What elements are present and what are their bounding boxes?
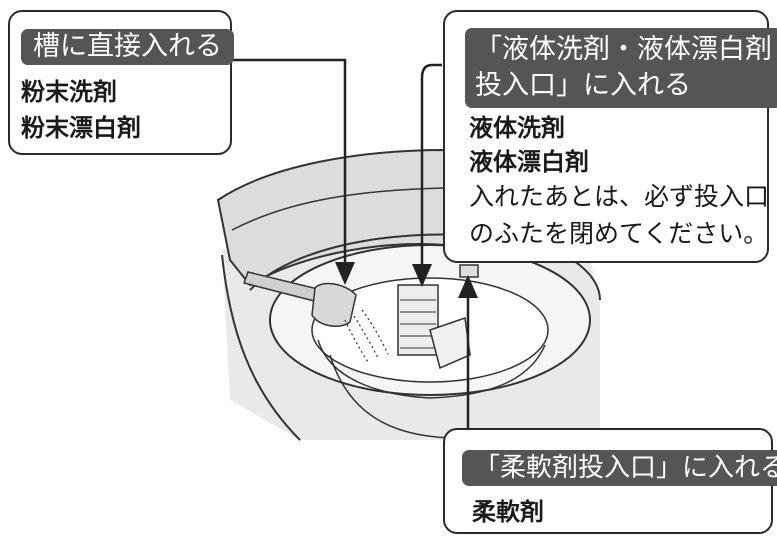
arrow-liquid-inlet: [420, 63, 442, 270]
note-line-2: のふたを閉めてください。: [469, 219, 769, 248]
tag-line-1: 「液体洗剤・液体漂白剤: [475, 34, 772, 65]
callout-tag-tub-direct: 槽に直接入れる: [21, 29, 234, 65]
arrow-tub-direct: [230, 58, 347, 270]
item-liquid-bleach: 液体漂白剤: [469, 148, 589, 176]
callout-tag-softener-inlet: 「柔軟剤投入口」に入れる: [462, 450, 777, 486]
item-liquid-detergent: 液体洗剤: [469, 114, 565, 142]
note-line-1: 入れたあとは、必ず投入口: [469, 182, 770, 211]
detergent-inlet-column: [397, 284, 439, 356]
callout-tag-liquid-inlet: 「液体洗剤・液体漂白剤 投入口」に入れる: [465, 28, 777, 108]
callout-softener-inlet: 「柔軟剤投入口」に入れる 柔軟剤: [443, 428, 777, 534]
softener-inlet: [459, 264, 479, 278]
item-softener: 柔軟剤: [472, 498, 544, 526]
item-powder-detergent: 粉末洗剤: [21, 78, 117, 106]
tag-line-2: 投入口」に入れる: [475, 70, 691, 101]
callout-liquid-inlet: 「液体洗剤・液体漂白剤 投入口」に入れる 液体洗剤 液体漂白剤 入れたあとは、必…: [443, 10, 777, 263]
item-powder-bleach: 粉末漂白剤: [21, 114, 141, 142]
callout-tub-direct: 槽に直接入れる 粉末洗剤 粉末漂白剤: [8, 10, 234, 155]
